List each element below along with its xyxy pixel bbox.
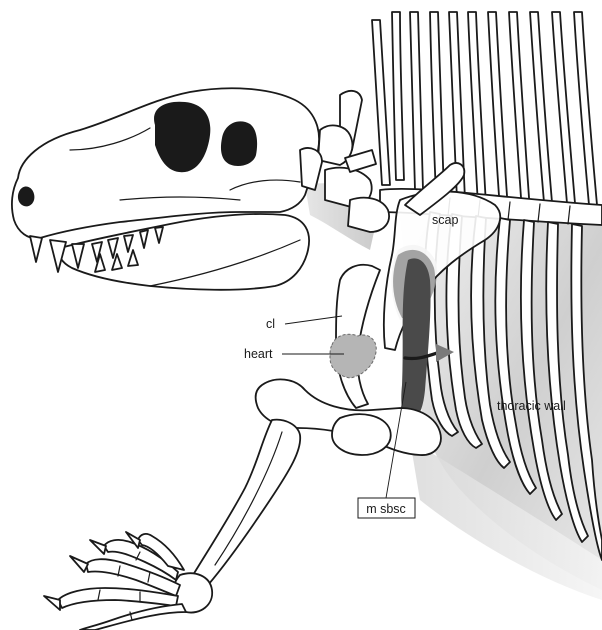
neural-spines <box>372 12 598 216</box>
label-scap: scap <box>432 213 458 227</box>
label-heart: heart <box>244 347 344 361</box>
label-thoracic-wall-text: thoracic wall <box>497 399 566 413</box>
label-m-sbsc-text: m sbsc <box>366 502 406 516</box>
skull <box>12 88 319 290</box>
radius-ulna <box>190 420 300 585</box>
label-cl-text: cl <box>266 317 275 331</box>
label-thoracic-wall: thoracic wall <box>497 399 566 413</box>
temporal-opening <box>221 121 257 166</box>
heart-shape <box>330 334 376 378</box>
label-heart-text: heart <box>244 347 273 361</box>
label-scap-text: scap <box>432 213 458 227</box>
label-cl: cl <box>266 316 342 331</box>
